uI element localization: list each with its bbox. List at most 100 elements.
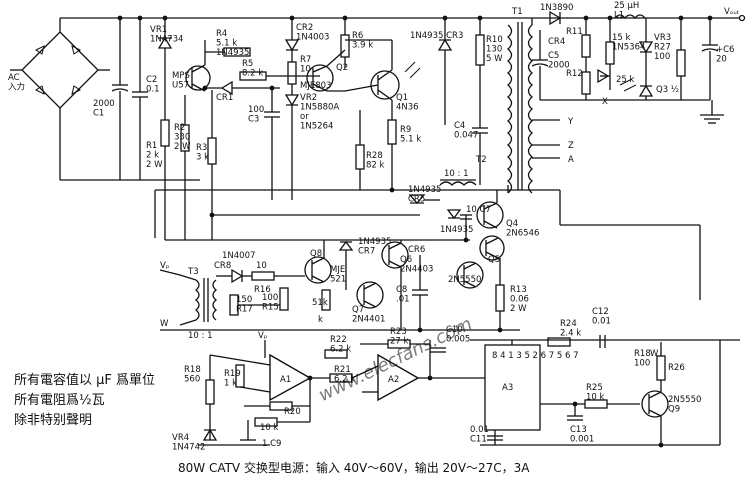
label-c7: 10 C7 — [466, 205, 491, 215]
vr2-zener — [284, 94, 300, 200]
label-q8: Q8 — [310, 249, 322, 259]
label-cr4-head: 1N3890 — [540, 3, 573, 13]
label-r12: R12 — [566, 69, 583, 79]
label-a3: A3 — [502, 383, 513, 393]
label-q2: Q2 — [336, 63, 348, 73]
r4-resistor — [205, 47, 251, 57]
terminal-a: A — [568, 155, 574, 165]
label-cr3: 1N4935 CR3 — [410, 31, 463, 41]
label-cr6b: 1N4935 — [440, 225, 473, 235]
vr1-zener — [157, 18, 173, 240]
q4-transistor — [476, 190, 504, 229]
label-a2: A2 — [388, 375, 399, 385]
label-r16: R16 — [254, 285, 271, 295]
transformer-t2 — [408, 179, 477, 240]
label-d5550: 2N5550 — [448, 275, 481, 285]
terminal-y: Y — [567, 117, 574, 127]
label-cr6: CR6 — [408, 245, 425, 255]
mid-bus-wires — [154, 189, 701, 300]
q1-optocoupler — [344, 39, 421, 101]
drive-section — [159, 235, 520, 331]
label-cr1: CR1 — [216, 93, 233, 103]
terminal-x: X — [602, 97, 608, 107]
label-r10b: 10 — [256, 261, 267, 271]
r10-resistor — [475, 18, 485, 125]
transistor-mps-u57 — [185, 40, 211, 92]
cr3-diode — [437, 18, 453, 125]
label-ratio: 10 : 1 — [444, 169, 469, 179]
label-mje803: MJE803 — [300, 81, 331, 91]
label-tratio: 10 : 1 — [188, 331, 213, 341]
label-d4007: 1N4007 — [222, 251, 255, 261]
q2-transistor — [306, 49, 346, 92]
r2-resistor — [180, 95, 190, 240]
label-c8: C8.01 — [396, 285, 410, 305]
bridge-rectifier — [10, 17, 740, 180]
label-cr4: CR4 — [548, 37, 565, 47]
output-stage — [531, 10, 746, 124]
label-r11: R11 — [566, 27, 583, 37]
transformer-t1 — [507, 18, 560, 194]
c3-capacitor — [264, 88, 280, 200]
label-k1: k — [318, 315, 323, 325]
label-pins: 8 4 1 3 5 2 6 7 5 6 7 — [492, 351, 579, 361]
label-q5: Q5 — [488, 255, 500, 265]
terminal-w-right: W — [650, 349, 659, 359]
terminal-vd-left: Vₚ — [160, 261, 170, 271]
label-c9: 1 C9 — [262, 439, 281, 449]
r6-resistor — [340, 18, 350, 68]
label-r20: R20 — [284, 407, 301, 417]
terminal-vout: Vₒᵤₜ — [724, 7, 739, 17]
label-r10k: 10 k — [260, 423, 279, 433]
note-line-2: 所有電阻爲½瓦 — [14, 393, 105, 408]
label-r26: R26 — [668, 363, 685, 373]
r3-resistor — [207, 90, 217, 240]
terminal-z: Z — [568, 141, 574, 151]
label-q3: Q3 ½ — [656, 85, 679, 95]
label-cr8: CR8 — [214, 261, 231, 271]
r9-resistor — [387, 100, 397, 190]
input-capacitors — [60, 18, 200, 181]
label-a1: A1 — [280, 375, 291, 385]
r28-resistor — [355, 110, 365, 190]
label-t1: T1 — [511, 7, 523, 17]
c4-capacitor — [472, 125, 488, 185]
label-r51k: 51k — [312, 298, 328, 308]
